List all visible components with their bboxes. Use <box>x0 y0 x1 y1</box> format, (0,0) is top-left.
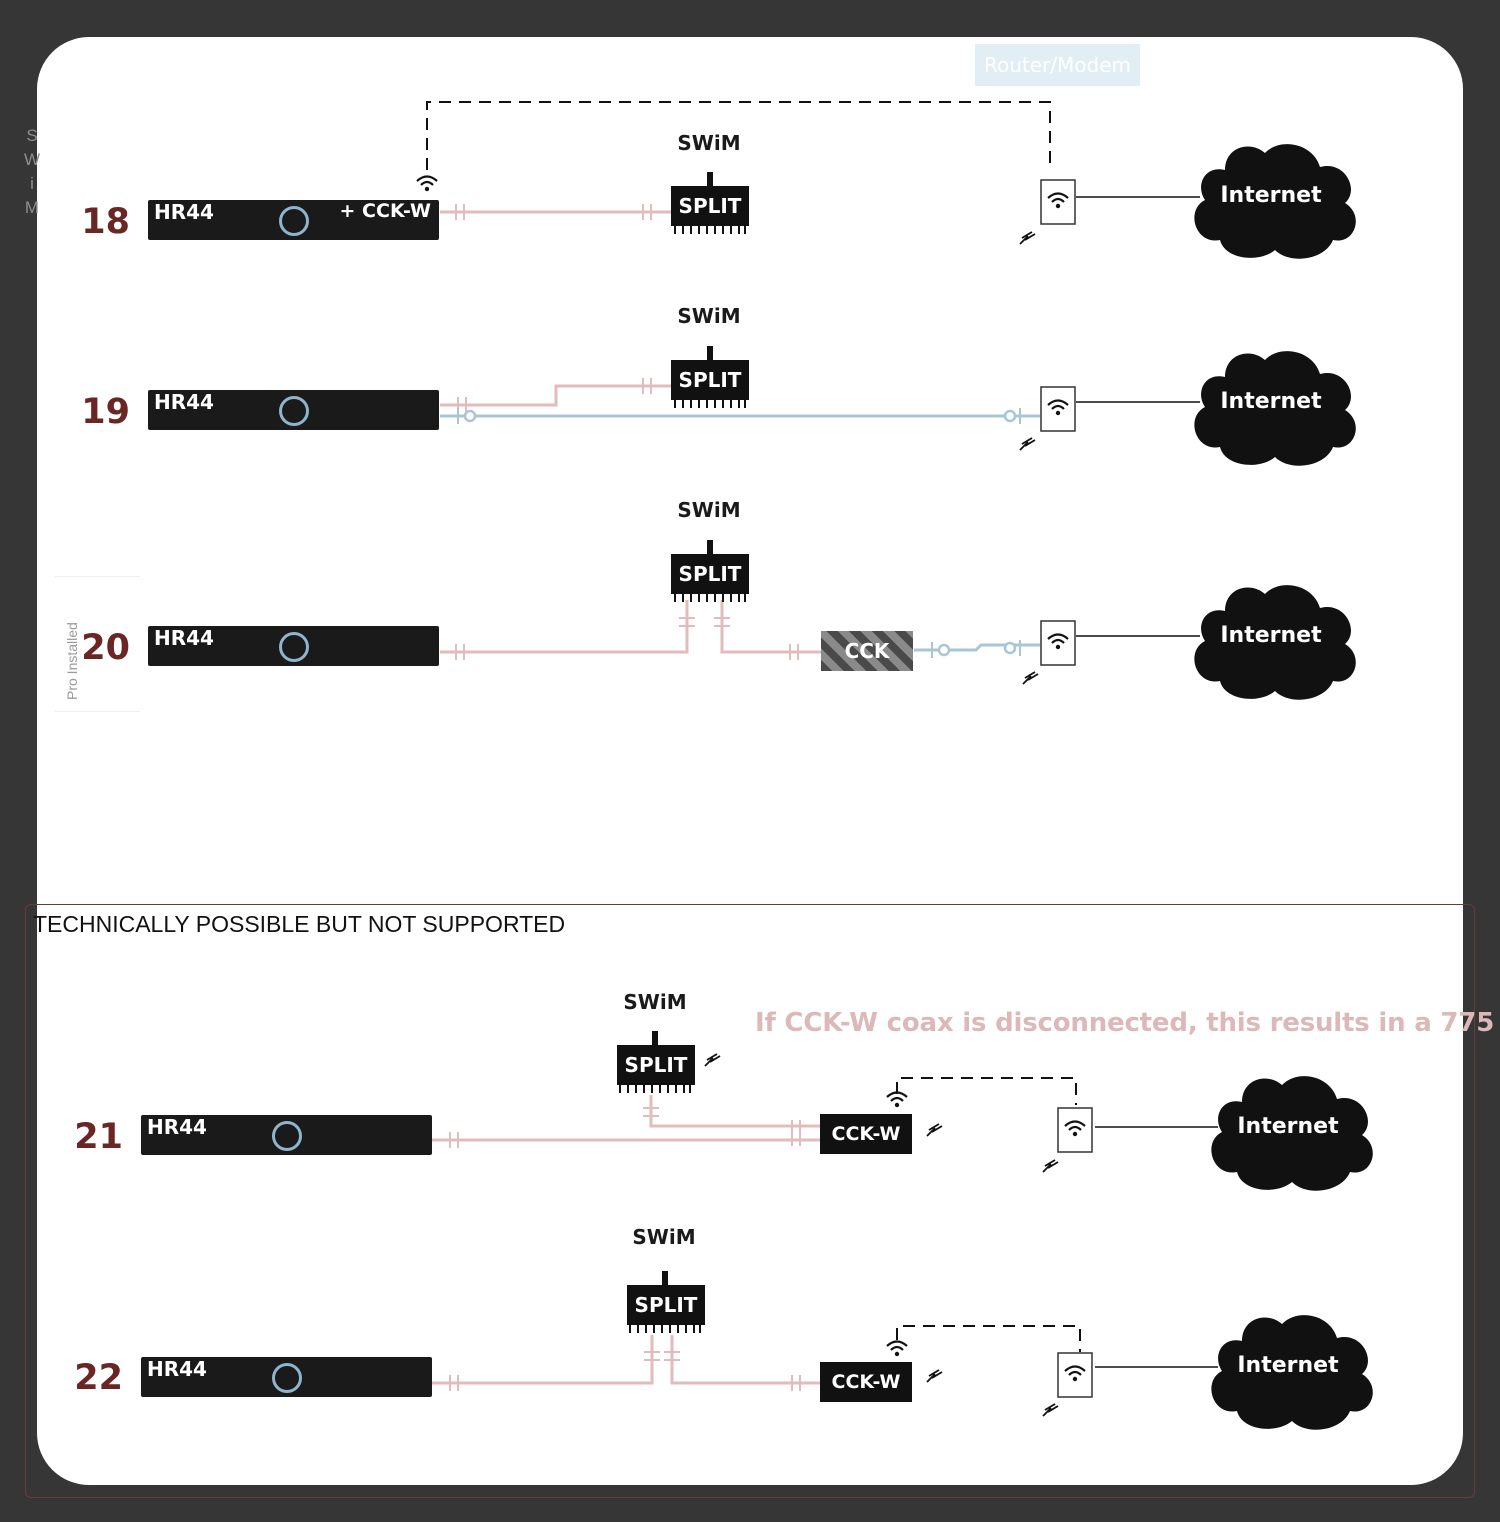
internet-cloud-label: Internet <box>1237 1353 1339 1378</box>
split-details <box>619 172 746 1333</box>
row-19-wiring <box>440 351 1356 466</box>
router-modem-label: Router/Modem <box>975 44 1140 86</box>
unsupported-section-frame <box>25 904 1475 1498</box>
receiver-hr44: HR44 <box>148 390 439 430</box>
side-letter: i <box>30 174 34 193</box>
power-ring-icon <box>279 206 309 236</box>
receiver-addon: + CCK-W <box>339 200 431 222</box>
power-ring-icon <box>279 396 309 426</box>
row-number: 18 <box>81 202 130 242</box>
swim-label: SWiM <box>677 304 741 328</box>
receiver-model: HR44 <box>154 390 214 414</box>
row-21-wiring <box>432 1053 1373 1191</box>
receiver-hr44: HR44 <box>141 1357 432 1397</box>
split-box: SPLIT <box>671 186 749 226</box>
cck-w-adapter: CCK-W <box>820 1362 912 1402</box>
receiver-model: HR44 <box>154 200 214 224</box>
side-label: S W i M <box>22 124 42 220</box>
split-box: SPLIT <box>671 360 749 400</box>
row-22-wiring <box>432 1315 1373 1430</box>
side-letter: S <box>26 126 38 145</box>
row-number: 20 <box>81 628 130 668</box>
warning-note: If CCK-W coax is disconnected, this resu… <box>755 1008 1495 1038</box>
section-heading: TECHNICALLY POSSIBLE BUT NOT SUPPORTED <box>33 911 566 937</box>
power-ring-icon <box>272 1121 302 1151</box>
power-ring-icon <box>279 632 309 662</box>
power-ring-icon <box>272 1363 302 1393</box>
swim-label: SWiM <box>677 131 741 155</box>
row-20-wiring <box>440 585 1356 700</box>
side-letter: M <box>24 198 40 217</box>
diagram-panel <box>37 37 1463 1485</box>
split-box: SPLIT <box>627 1285 705 1325</box>
pro-installed-tab <box>55 576 140 712</box>
cck-w-adapter: CCK-W <box>820 1114 912 1154</box>
internet-cloud-label: Internet <box>1220 623 1322 648</box>
swim-label: SWiM <box>623 990 687 1014</box>
split-box: SPLIT <box>617 1045 695 1085</box>
receiver-model: HR44 <box>147 1357 207 1381</box>
row-number: 21 <box>74 1117 123 1157</box>
receiver-hr44: HR44 <box>148 626 439 666</box>
receiver-hr44: HR44 + CCK-W <box>148 200 439 240</box>
receiver-model: HR44 <box>147 1115 207 1139</box>
internet-cloud-label: Internet <box>1220 183 1322 208</box>
swim-label: SWiM <box>632 1225 696 1249</box>
row-number: 19 <box>81 392 130 432</box>
row-18-wiring <box>415 101 1356 259</box>
internet-cloud-label: Internet <box>1237 1114 1339 1139</box>
receiver-model: HR44 <box>154 626 214 650</box>
cck-adapter: CCK <box>821 631 913 671</box>
row-number: 22 <box>74 1358 123 1398</box>
side-letter: W <box>23 150 41 169</box>
split-box: SPLIT <box>671 554 749 594</box>
swim-label: SWiM <box>677 498 741 522</box>
internet-cloud-label: Internet <box>1220 389 1322 414</box>
receiver-hr44: HR44 <box>141 1115 432 1155</box>
